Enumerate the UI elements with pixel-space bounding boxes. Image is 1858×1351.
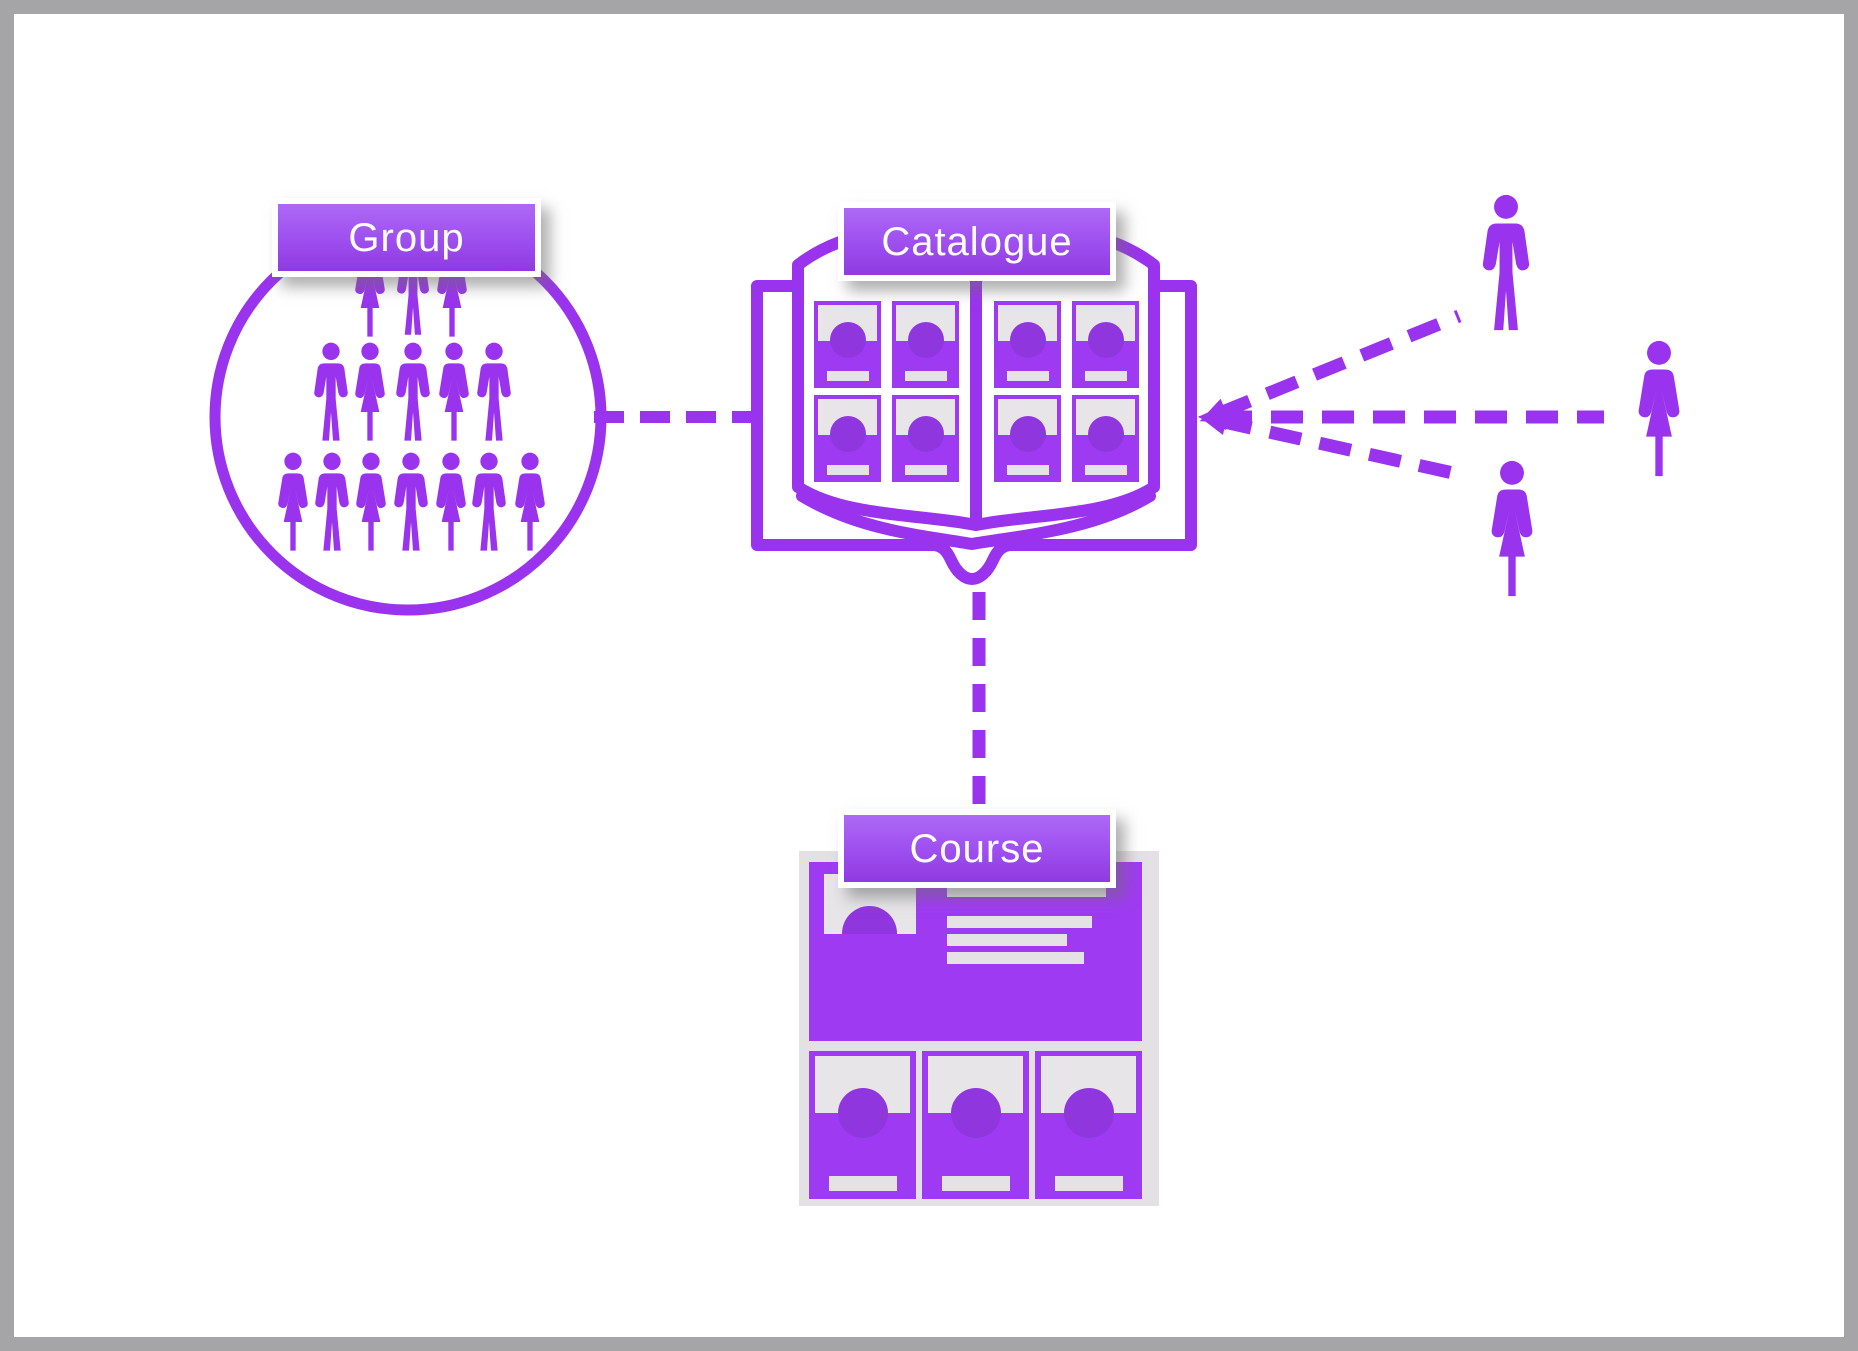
catalogue-person-card [994,395,1061,482]
person-head-icon [907,322,944,358]
group-label-text: Group [348,215,465,260]
connector-male-catalogue [1199,309,1462,423]
card-name-bar [1084,371,1127,381]
course-label-text: Course [909,826,1045,871]
card-name-bar [1084,465,1127,475]
group-label: Group [272,198,541,277]
card-name-bar [1006,371,1049,381]
person-head-icon [1087,416,1124,452]
card-name-bar [1054,1176,1123,1191]
card-name-bar [904,465,947,475]
course-label: Course [838,809,1116,888]
catalogue-person-card [892,395,959,482]
person-head-icon [829,416,866,452]
catalogue-person-card [1072,395,1139,482]
connector-female-bottom-catalogue [1198,409,1464,482]
catalogue-person-card [994,301,1061,388]
book-page-stack-curve [796,490,1156,551]
card-name-bar [828,1176,897,1191]
connector-overlay [594,194,1680,814]
person-head-icon [1087,322,1124,358]
course-text-line [947,934,1067,946]
course-text-line [947,885,1106,897]
course-member-card [922,1051,1029,1199]
course-text-line [947,916,1092,928]
catalogue-person-card [892,301,959,388]
course-member-card [1035,1051,1142,1199]
card-name-bar [1006,465,1049,475]
catalogue-label-box: Catalogue [844,208,1110,275]
card-name-bar [826,371,869,381]
catalogue-person-card [814,395,881,482]
person-head-icon [950,1088,1001,1138]
course-text-line [947,952,1084,964]
individual-male-icon [1482,194,1530,331]
person-head-icon [1063,1088,1114,1138]
course-hero [809,862,1142,1041]
group-label-box: Group [278,204,535,271]
catalogue-label-text: Catalogue [881,219,1073,264]
person-head-icon [1009,322,1046,358]
card-name-bar [941,1176,1010,1191]
person-head-icon [829,322,866,358]
card-name-bar [904,371,947,381]
card-name-bar [826,465,869,475]
individual-female-right-icon [1638,340,1680,477]
person-head-icon [837,1088,888,1138]
catalogue-person-card [814,301,881,388]
course-label-box: Course [844,815,1110,882]
person-head-icon [1009,416,1046,452]
catalogue-person-card [1072,301,1139,388]
course-member-card [809,1051,916,1199]
individual-female-bottom-icon [1491,460,1533,597]
catalogue-label: Catalogue [838,202,1116,281]
person-head-icon [907,416,944,452]
